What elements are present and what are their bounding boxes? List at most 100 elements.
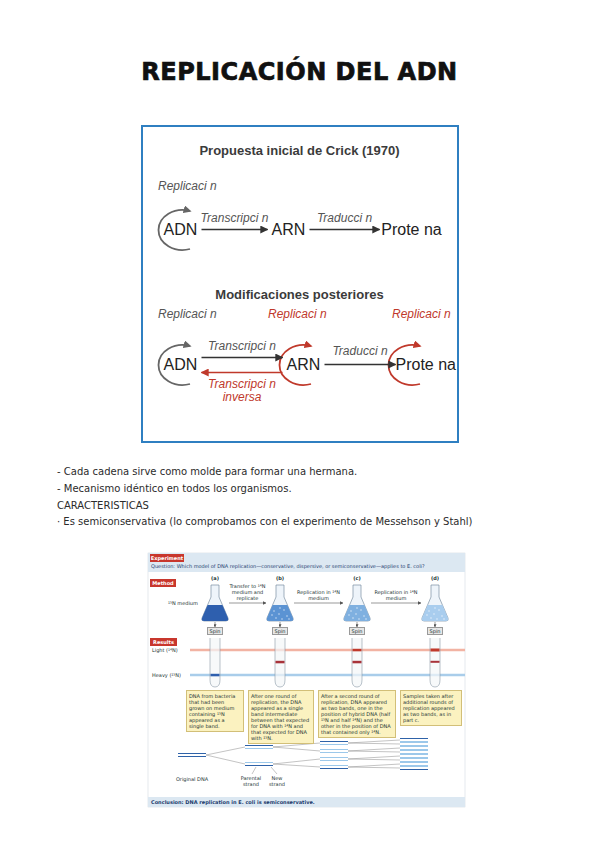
- flask-letter: (b): [260, 575, 300, 581]
- section-tag: Method: [150, 579, 176, 587]
- flask-shape: [421, 584, 449, 622]
- free-label: Light (¹⁴N): [152, 647, 178, 653]
- connector: [294, 603, 343, 604]
- bacteria-dot: [443, 618, 444, 619]
- free-label: Replicaci n: [158, 308, 217, 321]
- flask: (c): [343, 584, 371, 622]
- dna-band: [431, 661, 440, 663]
- flask-medium: [267, 605, 294, 621]
- connector: [310, 229, 380, 231]
- connector: [202, 372, 283, 374]
- bacteria-dot: [358, 618, 359, 619]
- frame-heading: Propuesta inicial de Crick (1970): [143, 143, 456, 158]
- bacteria-dot: [286, 615, 287, 616]
- node-text: Results: [150, 638, 177, 646]
- connector: [202, 357, 283, 359]
- conclusion-band: Conclusion: DNA replication in E. coli i…: [148, 797, 465, 807]
- centrifuge-tube: [275, 638, 285, 687]
- node-text: Spin: [428, 628, 442, 635]
- free-label: · Es semiconservativa (lo comprobamos co…: [57, 516, 472, 527]
- spin-box: Spin: [207, 627, 223, 635]
- node-text: Question: Which model of DNA replication…: [151, 563, 461, 569]
- connector: [435, 622, 436, 627]
- spin-box: Spin: [427, 627, 443, 635]
- dna-band: [211, 674, 220, 677]
- free-label: ¹⁵N medium: [168, 600, 198, 606]
- free-label: Parental strand: [238, 775, 264, 787]
- bacteria-dot: [433, 613, 434, 614]
- result-note: DNA from bacteria that had been grown on…: [186, 690, 244, 732]
- centrifuge-tube: [430, 638, 440, 687]
- section-tag: Experiment: [150, 554, 184, 562]
- bacteria-dot: [278, 613, 279, 614]
- heavy-level-line: [190, 674, 465, 677]
- bacteria-dot: [441, 615, 442, 616]
- flask-letter: (d): [415, 575, 455, 581]
- node-text: ARN: [283, 354, 325, 376]
- centrifuge-tube: [210, 638, 220, 687]
- free-label: Heavy (¹⁵N): [152, 672, 181, 678]
- bacteria-dot: [365, 618, 366, 619]
- flask-letter: (c): [337, 575, 377, 581]
- molecule-node: Prote na: [380, 219, 444, 241]
- free-label: - Mecanismo idéntico en todos los organi…: [57, 483, 292, 494]
- flask-medium: [202, 605, 229, 621]
- edge-label: Replication in ¹⁴N medium: [374, 589, 418, 601]
- bacteria-dot: [279, 607, 280, 608]
- node-text: After one round of replication, the DNA …: [249, 691, 313, 743]
- node-text: ARN: [268, 219, 310, 241]
- dna-band: [276, 661, 285, 664]
- connector: [280, 622, 281, 627]
- node-text: After a second round of replication, DNA…: [319, 691, 395, 737]
- light-level-line: [190, 649, 465, 652]
- flask-shape: [201, 584, 229, 622]
- dna-band: [353, 661, 362, 664]
- free-label: Replicaci n: [392, 308, 451, 321]
- node-text: Method: [150, 579, 176, 587]
- bacteria-dot: [363, 615, 364, 616]
- figure-background: [148, 553, 465, 807]
- bacteria-dot: [348, 614, 349, 615]
- molecule-node: ARN: [268, 219, 310, 241]
- bacteria-dot: [360, 609, 361, 610]
- node-text: Prote na: [380, 219, 444, 241]
- connector: [202, 229, 268, 231]
- flask-glass: [344, 585, 371, 621]
- flask-shape: [343, 584, 371, 622]
- result-note: After a second round of replication, DNA…: [318, 690, 396, 738]
- connector: [357, 622, 358, 627]
- node-text: Spin: [208, 628, 222, 635]
- figure-frame: Propuesta inicial de Crick (1970)Modific…: [141, 125, 459, 443]
- bacteria-dot: [426, 614, 427, 615]
- node-text: Experiment: [150, 554, 184, 562]
- flask-medium: [344, 605, 371, 621]
- connector: [229, 603, 266, 604]
- connector: [325, 364, 396, 366]
- free-label: New strand: [266, 775, 288, 787]
- bacteria-dot: [271, 614, 272, 615]
- question-band: Question: Which model of DNA replication…: [148, 553, 465, 572]
- bacteria-dot: [275, 617, 276, 618]
- flask: (d): [421, 584, 449, 622]
- connector: [215, 622, 216, 627]
- edge-label: Transfer to ¹⁴N medium and replicate: [229, 583, 267, 601]
- spin-box: Spin: [349, 627, 365, 635]
- edge-label: Replication in ¹⁴N medium: [297, 589, 341, 601]
- edge-label: Transcripci n: [200, 340, 284, 353]
- bacteria-dot: [355, 613, 356, 614]
- flask-medium: [422, 605, 449, 621]
- free-label: - Cada cadena sirve como molde para form…: [57, 466, 357, 477]
- bacteria-dot: [356, 607, 357, 608]
- flask-shape: [266, 584, 294, 622]
- edge-label: Transcripci n inversa: [200, 378, 284, 404]
- free-label: Replicaci n: [268, 308, 327, 321]
- flask-glass: [422, 585, 449, 621]
- centrifuge-tube: [352, 638, 362, 687]
- node-text: Spin: [273, 628, 287, 635]
- bacteria-dot: [434, 607, 435, 608]
- node-text: Conclusion: DNA replication in E. coli i…: [151, 799, 461, 805]
- edge-label: Transcripci n: [193, 212, 277, 225]
- free-label: CARACTERISTICAS: [57, 500, 149, 511]
- edge-label: Traducci n: [303, 212, 387, 225]
